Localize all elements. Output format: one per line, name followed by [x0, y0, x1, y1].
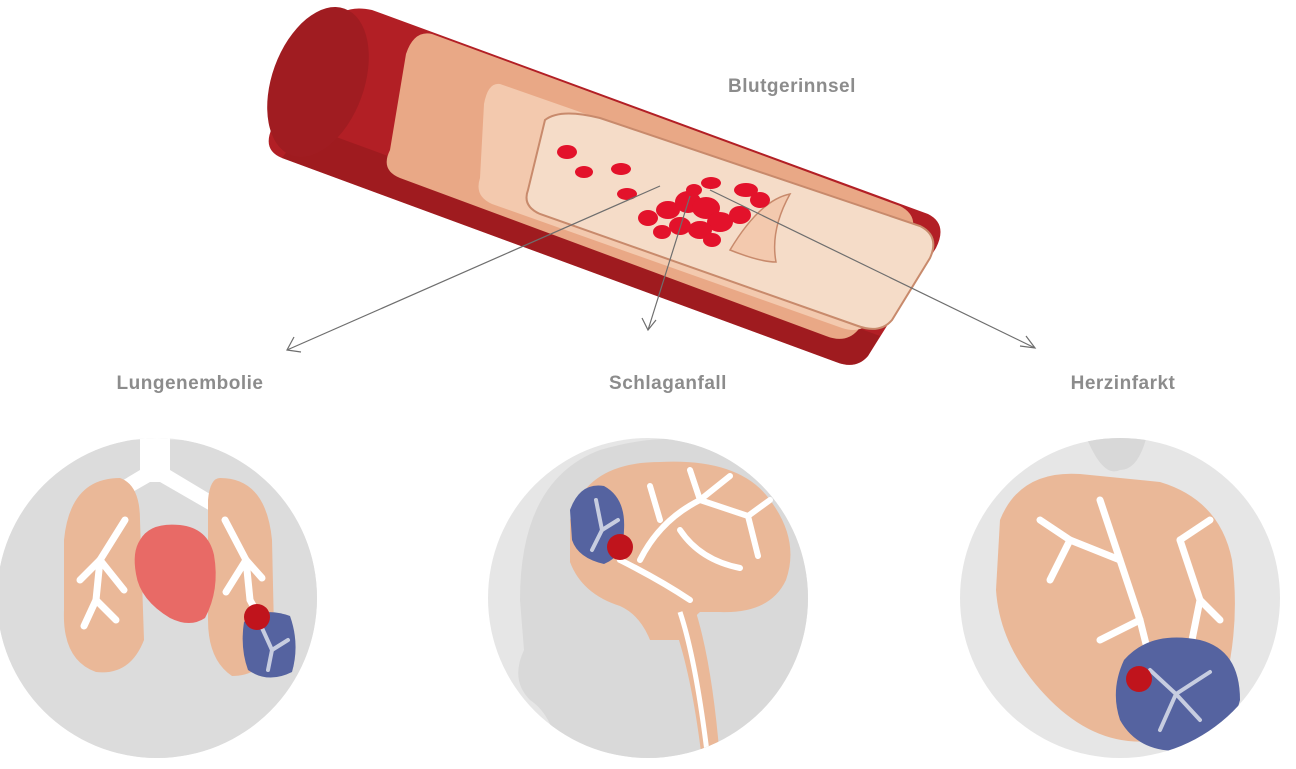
- label-lungenembolie: Lungenembolie: [117, 373, 264, 394]
- brain-illustration: [488, 438, 810, 769]
- lung-illustration: [0, 420, 330, 769]
- blockage-dot-lung: [244, 604, 270, 630]
- blood-vessel-illustration: [248, 0, 940, 365]
- label-blutgerinnsel: Blutgerinnsel: [728, 76, 856, 97]
- heart-illustration: [960, 420, 1280, 758]
- left-lung: [64, 478, 144, 672]
- label-schlaganfall: Schlaganfall: [609, 373, 727, 394]
- blockage-dot-heart: [1126, 666, 1152, 692]
- label-herzinfarkt: Herzinfarkt: [1071, 373, 1176, 394]
- blockage-dot-brain: [607, 534, 633, 560]
